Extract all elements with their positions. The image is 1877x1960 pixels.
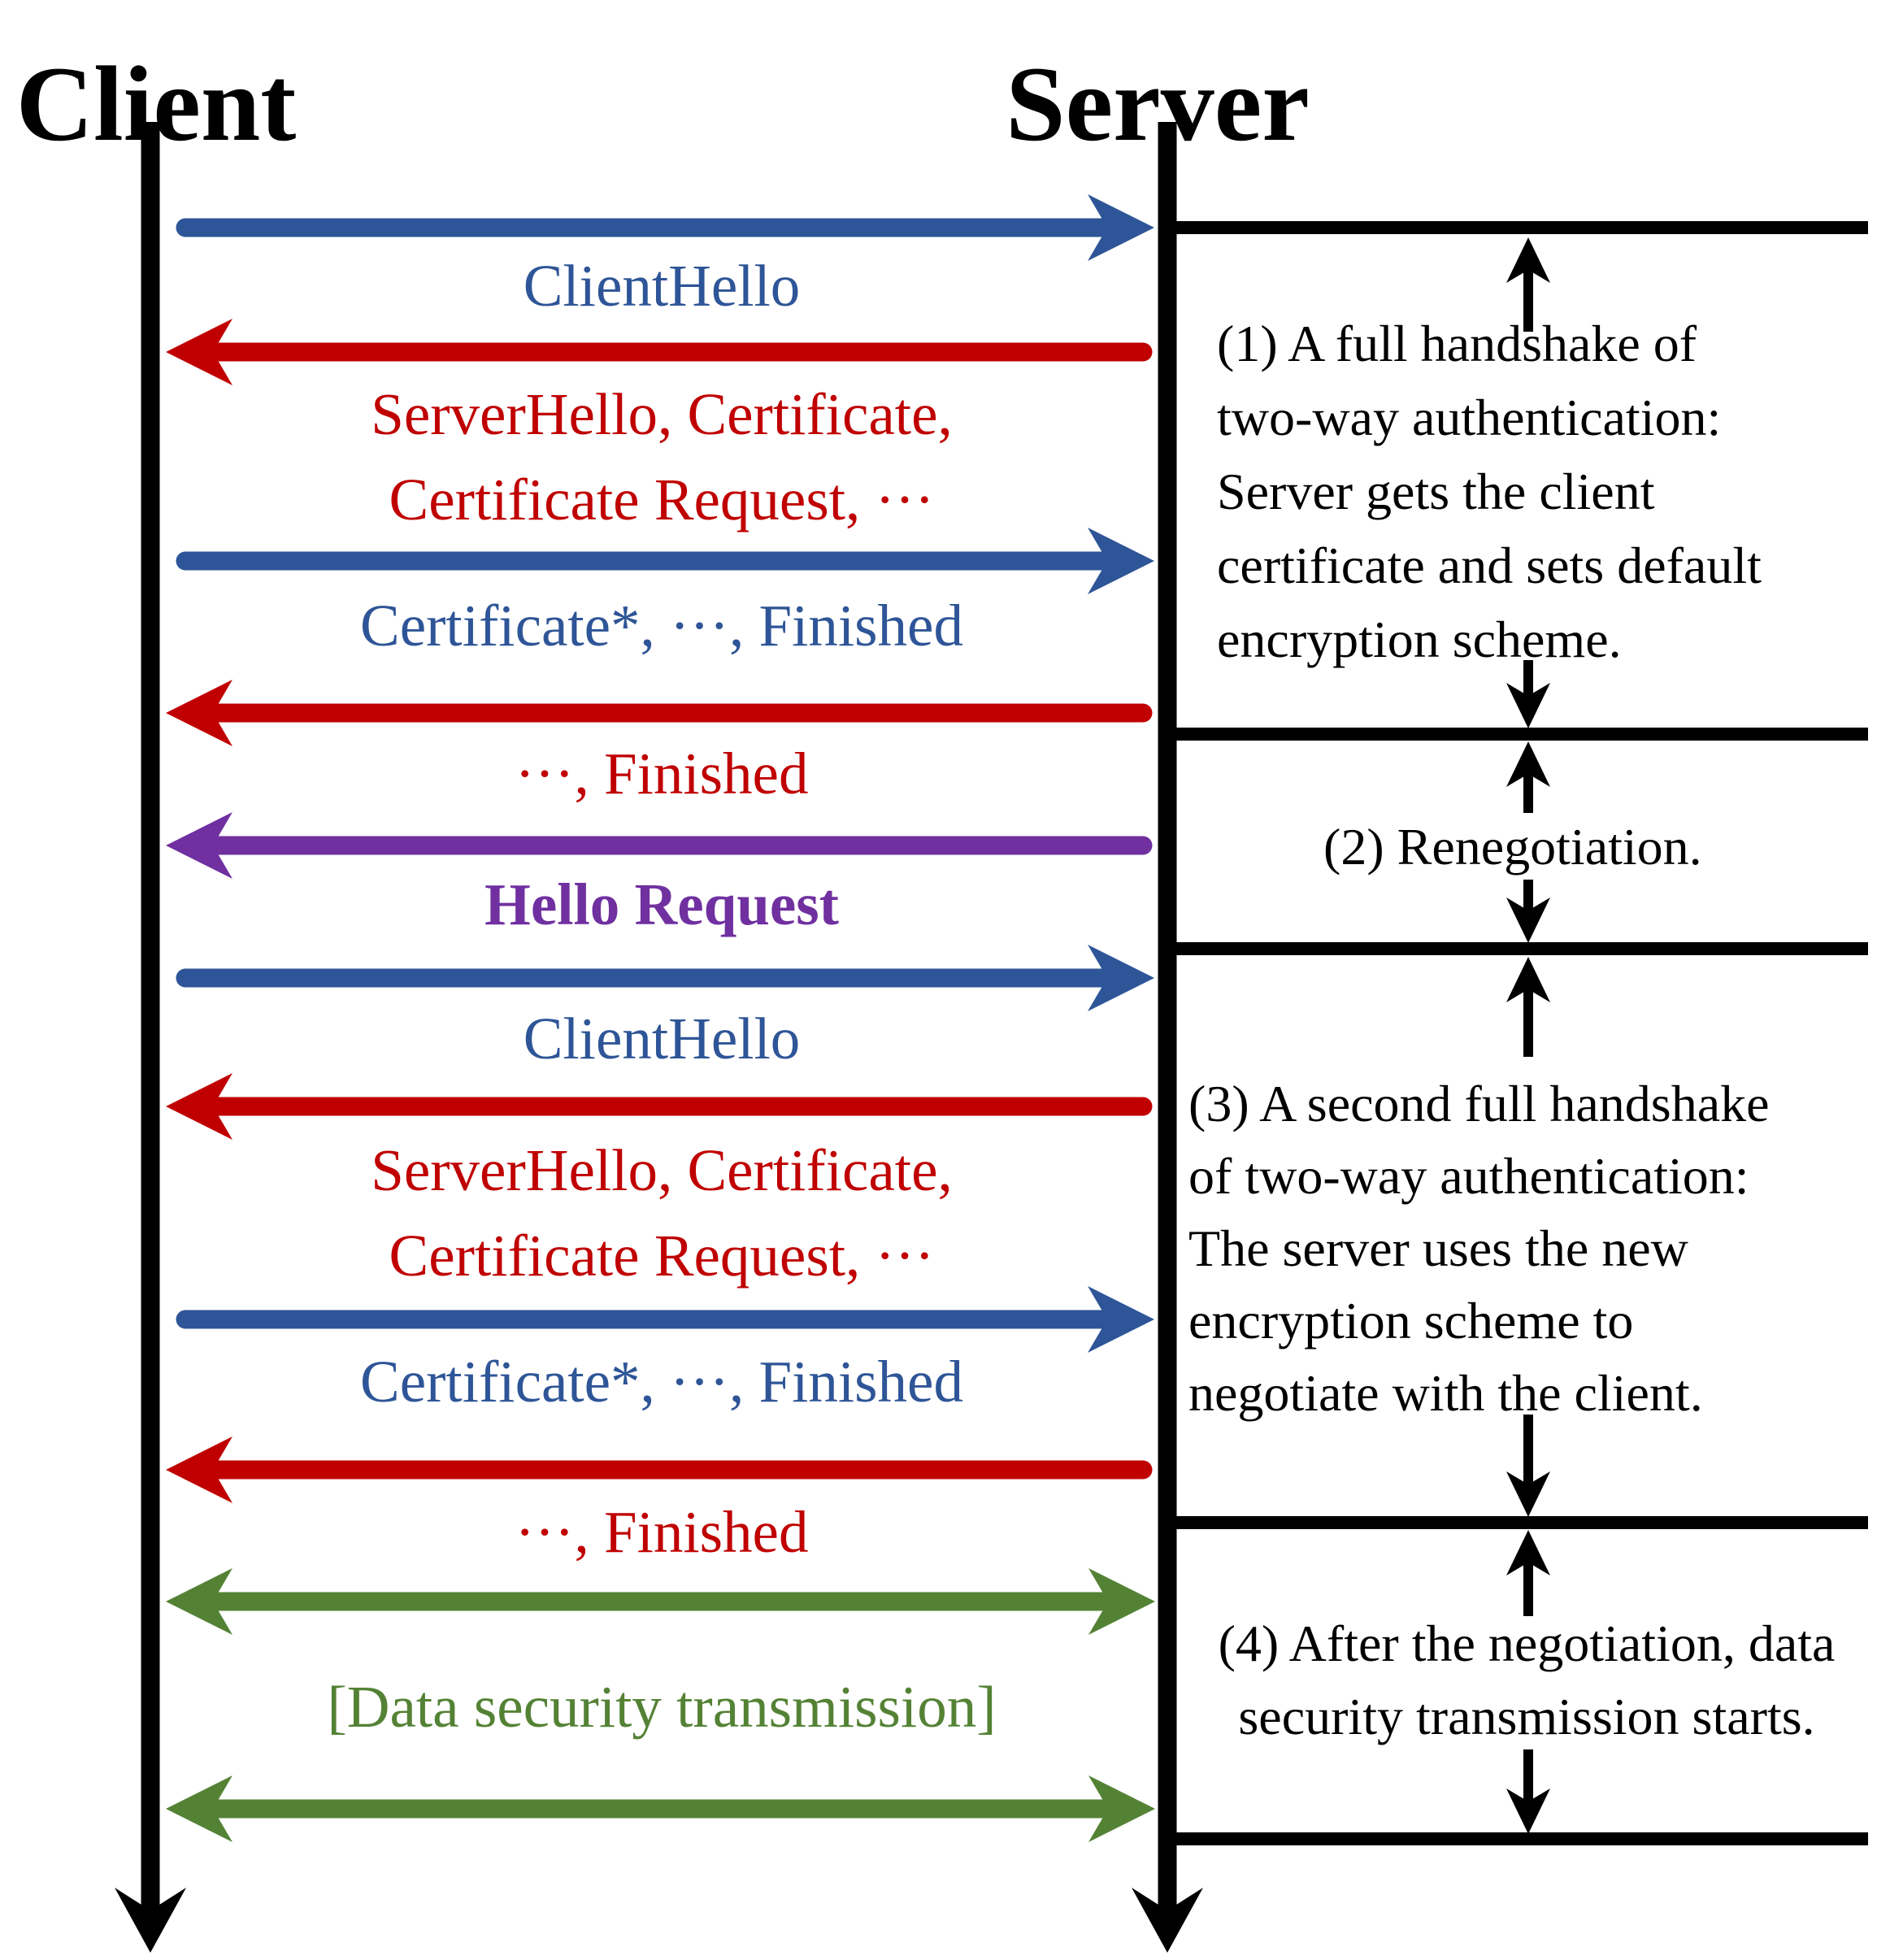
section-4-span-up-arrowhead-icon bbox=[1506, 1530, 1550, 1575]
section-4-span-down-arrowhead-icon bbox=[1506, 1788, 1550, 1834]
message-label: [Data security transmission] bbox=[327, 1674, 997, 1740]
section-2-span-down-arrowhead-icon bbox=[1506, 897, 1550, 943]
section-1-span-up-arrowhead-icon bbox=[1506, 237, 1550, 283]
title-client: Client bbox=[15, 44, 297, 163]
message-arrowhead-icon bbox=[1088, 945, 1154, 1011]
message-label: ···, Finished bbox=[515, 741, 809, 806]
section-3-note-line: negotiate with the client. bbox=[1188, 1364, 1703, 1422]
message-label: Certificate*, ···, Finished bbox=[360, 1349, 963, 1415]
client-lifeline-arrowhead-icon bbox=[115, 1888, 186, 1953]
message-arrowhead-icon bbox=[166, 812, 232, 879]
message-label: Certificate Request, ··· bbox=[389, 1223, 935, 1289]
section-1-note-line: two-way authentication: bbox=[1217, 389, 1722, 446]
message-arrowhead-icon bbox=[166, 1568, 232, 1635]
message-arrowhead-icon bbox=[1088, 194, 1154, 261]
section-1-note-line: encryption scheme. bbox=[1217, 611, 1622, 668]
section-1-note-line: certificate and sets default bbox=[1217, 537, 1762, 594]
server-lifeline-arrowhead-icon bbox=[1132, 1888, 1203, 1953]
message-label: Hello Request bbox=[484, 871, 839, 937]
message-label: ClientHello bbox=[523, 253, 801, 319]
message-arrowhead-icon bbox=[166, 1073, 232, 1140]
message-arrowhead-icon bbox=[166, 1775, 232, 1842]
message-arrowhead-icon bbox=[166, 680, 232, 746]
section-3-span-up-arrowhead-icon bbox=[1506, 957, 1550, 1002]
section-3-note-line: The server uses the new bbox=[1188, 1219, 1688, 1277]
title-server: Server bbox=[1006, 44, 1310, 163]
message-arrowhead-icon bbox=[166, 1436, 232, 1503]
message-arrowhead-icon bbox=[1088, 528, 1154, 594]
section-3-note-line: encryption scheme to bbox=[1188, 1292, 1634, 1349]
message-label: Certificate Request, ··· bbox=[389, 467, 935, 532]
section-1-span-down-arrowhead-icon bbox=[1506, 683, 1550, 728]
message-label: ···, Finished bbox=[515, 1499, 809, 1565]
section-2-note-line: (2) Renegotiation. bbox=[1323, 818, 1702, 876]
message-label: Certificate*, ···, Finished bbox=[360, 593, 963, 658]
section-2-span-up-arrowhead-icon bbox=[1506, 741, 1550, 787]
section-1-note-line: Server gets the client bbox=[1217, 463, 1655, 520]
message-label: ServerHello, Certificate, bbox=[371, 381, 953, 447]
message-arrowhead-icon bbox=[166, 319, 232, 385]
message-arrowhead-icon bbox=[1088, 1568, 1155, 1635]
message-arrowhead-icon bbox=[1088, 1775, 1155, 1842]
message-label: ClientHello bbox=[523, 1006, 801, 1071]
section-3-note-line: (3) A second full handshake bbox=[1188, 1075, 1770, 1132]
section-3-note-line: of two-way authentication: bbox=[1188, 1147, 1749, 1205]
section-1-note-line: (1) A full handshake of bbox=[1217, 315, 1697, 372]
section-3-span-down-arrowhead-icon bbox=[1506, 1471, 1550, 1517]
section-4-note-line: security transmission starts. bbox=[1238, 1688, 1815, 1745]
message-label: ServerHello, Certificate, bbox=[371, 1137, 953, 1203]
section-4-note-line: (4) After the negotiation, data bbox=[1218, 1615, 1836, 1672]
message-arrowhead-icon bbox=[1088, 1286, 1154, 1353]
